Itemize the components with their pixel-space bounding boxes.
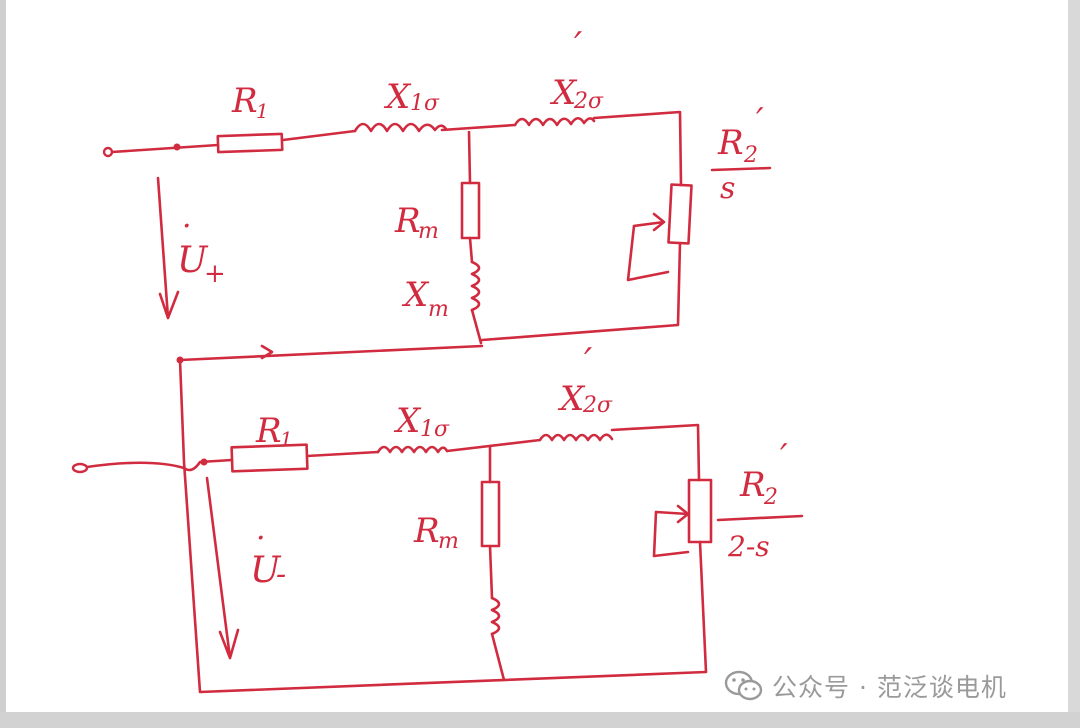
top-x2-prime: ′	[574, 26, 582, 67]
bottom-x1-inductor	[376, 445, 449, 454]
top-return-wire	[480, 241, 682, 342]
top-x2-subscript: 2σ	[573, 89, 604, 114]
bottom-r1-label: R	[255, 411, 282, 451]
bottom-wire-to-load	[610, 423, 701, 482]
bottom-shunt-wire-3	[490, 632, 506, 682]
bottom-x1-subscript: 1σ	[420, 417, 450, 442]
bottom-shunt-wire-2	[488, 544, 494, 600]
top-wire-x1-x2	[440, 123, 517, 132]
bottom-voltage-arrow	[205, 476, 240, 660]
series-connection	[176, 344, 708, 694]
top-node-dot	[173, 143, 181, 151]
top-shunt-wire-2	[468, 236, 474, 264]
watermark: 公众号 · 范泛谈电机	[724, 668, 1007, 704]
bottom-load-numerator-subscript: 2	[763, 485, 778, 510]
watermark-text: 公众号 · 范泛谈电机	[772, 673, 1007, 702]
bottom-rm-subscript: m	[438, 529, 459, 554]
top-load-prime: ′	[756, 101, 764, 141]
bottom-input-terminal	[71, 462, 89, 474]
bottom-circuit: R 1 X 1σ X ′ 2σ R m R 2 ′ 2-s U · -	[71, 342, 804, 682]
bottom-rm-label: R	[413, 511, 440, 551]
window-edge-bottom	[0, 712, 1080, 728]
top-x2-label: X	[549, 73, 578, 113]
bottom-x2-prime: ′	[584, 342, 592, 383]
top-input-wire	[110, 143, 220, 154]
bottom-r1-subscript: 1	[280, 427, 293, 451]
bottom-xm-inductor	[490, 596, 501, 636]
bottom-x2-subscript: 2σ	[582, 393, 613, 418]
bottom-input-wire	[85, 458, 234, 472]
top-x1-inductor	[353, 122, 448, 133]
bottom-wire-x1-x2	[445, 438, 542, 453]
bottom-outer-loop	[178, 358, 708, 694]
top-shunt-wire-3	[470, 308, 483, 345]
top-load-numerator: R	[717, 123, 744, 163]
top-voltage-arrow	[156, 176, 180, 320]
bottom-load-return	[698, 540, 708, 674]
top-wire-r1-x1	[281, 129, 357, 142]
top-load-wiper	[626, 224, 670, 282]
top-load-fraction-bar	[710, 166, 772, 172]
bottom-load-wiper-arrow	[654, 504, 690, 524]
window-edge-right	[1068, 0, 1080, 728]
top-r1-resistor	[216, 132, 284, 154]
bottom-load-wiper	[652, 510, 690, 558]
bottom-node-dot	[200, 458, 208, 466]
bottom-voltage-dot: ·	[256, 521, 266, 556]
top-load-wiper-arrow	[632, 212, 666, 232]
bottom-load-prime: ′	[780, 437, 788, 477]
top-rm-subscript: m	[418, 219, 439, 244]
top-voltage-label: U	[177, 240, 209, 281]
bottom-voltage-label: U	[250, 550, 282, 591]
bottom-load-fraction-bar	[716, 514, 804, 522]
top-rm-label: R	[394, 201, 421, 241]
top-load-resistor	[667, 183, 693, 245]
bottom-load-denominator: 2-s	[727, 530, 770, 563]
top-rm-resistor	[460, 181, 481, 240]
top-x1-label: X	[383, 77, 412, 117]
top-r1-label: R	[231, 81, 258, 121]
link-wire	[178, 344, 484, 362]
bottom-x1-label: X	[393, 401, 422, 441]
bottom-voltage-subscript: -	[276, 557, 286, 592]
top-shunt-wire-1	[467, 130, 472, 185]
top-x1-subscript: 1σ	[410, 91, 440, 116]
top-load-denominator: s	[720, 171, 735, 206]
top-xm-subscript: m	[428, 297, 449, 322]
bottom-rm-resistor	[480, 480, 501, 548]
bottom-x2-inductor	[538, 433, 614, 442]
top-xm-label: X	[401, 275, 430, 315]
bottom-load-numerator: R	[739, 465, 766, 505]
link-arrow	[260, 344, 274, 360]
top-voltage-dot: ·	[182, 209, 192, 244]
top-circuit: R 1 X 1σ X ′ 2σ R m X m R 2 ′ s U · +	[102, 26, 772, 345]
bottom-x2-label: X	[557, 379, 586, 419]
top-r1-subscript: 1	[256, 99, 269, 123]
top-voltage-subscript: +	[204, 259, 226, 289]
window-edge-left	[0, 0, 6, 728]
top-wire-to-load	[592, 110, 683, 187]
bottom-load-resistor	[687, 478, 713, 544]
wechat-icon	[724, 670, 763, 701]
top-xm-inductor	[470, 260, 481, 312]
top-x2-inductor	[513, 116, 596, 127]
bottom-wire-r1-x1	[305, 450, 380, 458]
top-load-numerator-subscript: 2	[743, 143, 758, 168]
